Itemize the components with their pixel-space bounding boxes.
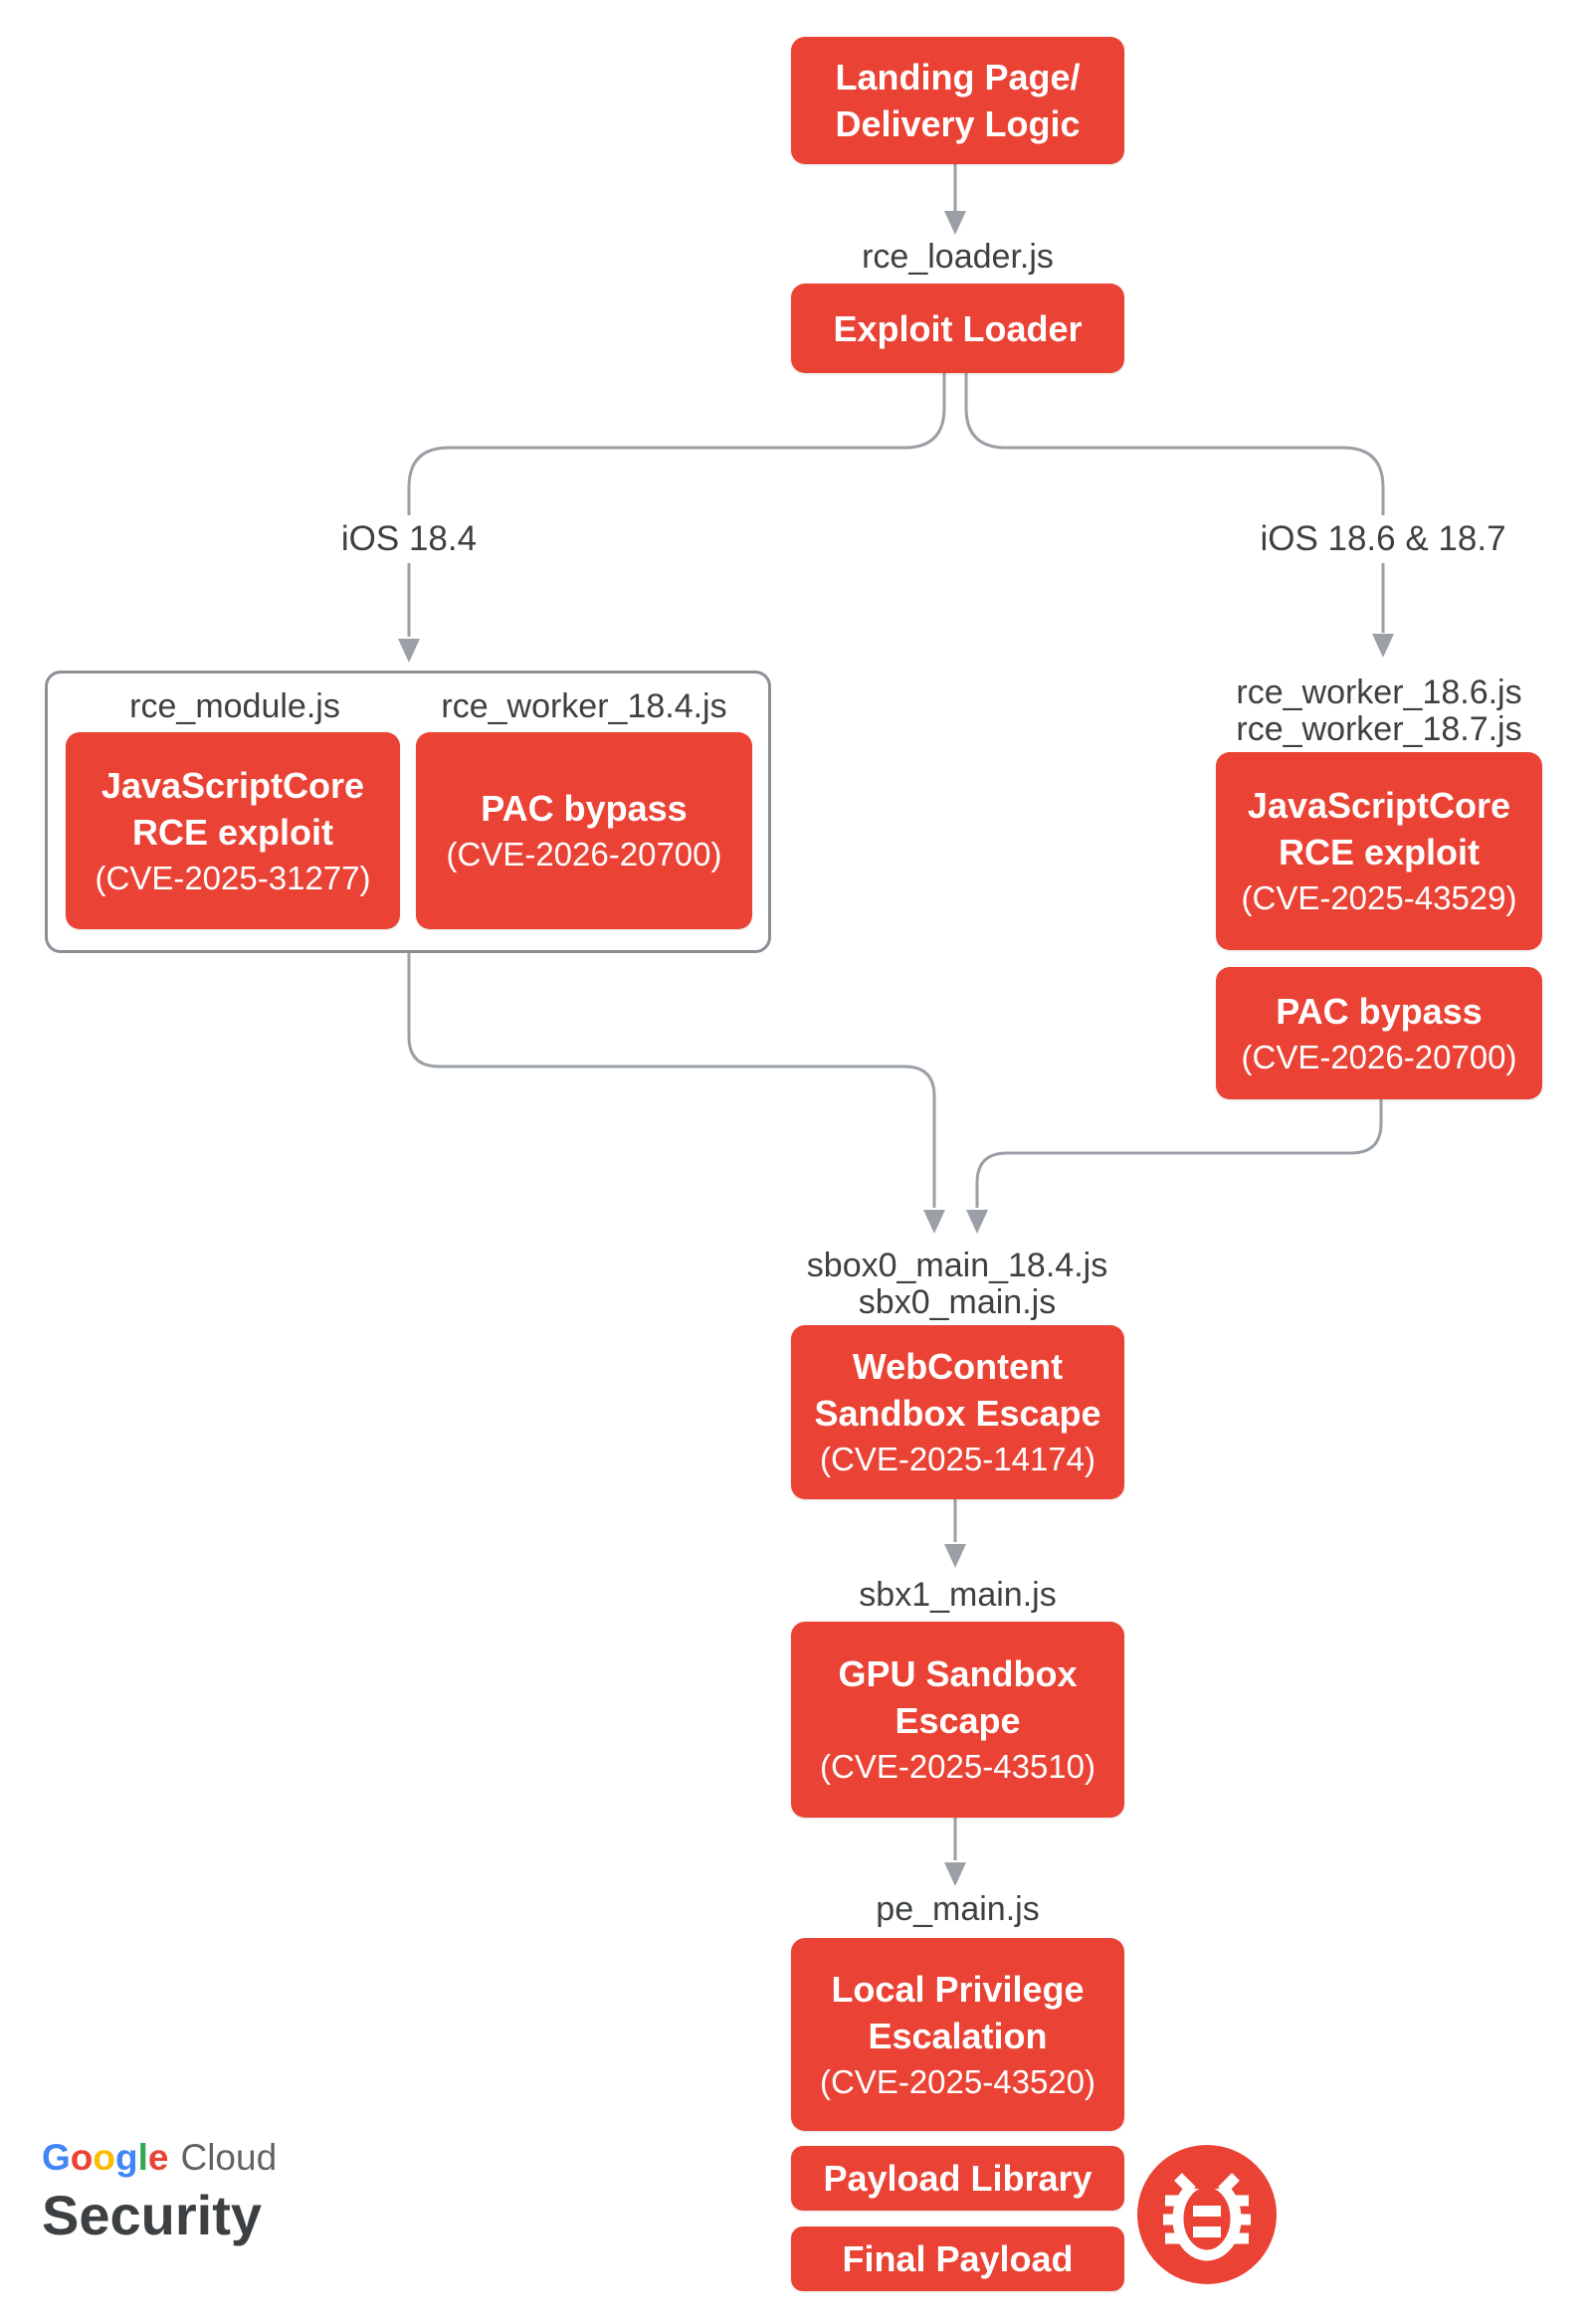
arrowhead: [944, 1862, 966, 1886]
file-label-rce-workers-right: rce_worker_18.6.js rce_worker_18.7.js: [1206, 675, 1552, 748]
node-title-line: PAC bypass: [481, 788, 688, 829]
node-jsc-rce-exploit-right: JavaScriptCore RCE exploit (CVE-2025-435…: [1216, 752, 1542, 950]
node-title-line: RCE exploit: [131, 811, 334, 853]
node-exploit-loader: Exploit Loader: [791, 284, 1124, 373]
file-label-line: rce_worker_18.7.js: [1236, 710, 1522, 748]
node-cve-line: (CVE-2026-20700): [1241, 1038, 1517, 1075]
arrowhead: [398, 639, 420, 663]
node-title-line: Local Privilege: [831, 1968, 1085, 2010]
node-title-line: Exploit Loader: [833, 307, 1083, 349]
node-title-line: GPU Sandbox: [838, 1653, 1078, 1694]
node-webcontent-sandbox-escape: WebContent Sandbox Escape (CVE-2025-1417…: [791, 1325, 1124, 1499]
edge-fork-left: [407, 373, 946, 637]
node-title-line: WebContent: [852, 1346, 1064, 1387]
node-title-line: Final Payload: [842, 2238, 1074, 2279]
google-cloud-security-logo: Google Cloud Security: [42, 2134, 277, 2247]
node-gpu-sandbox-escape: GPU Sandbox Escape (CVE-2025-43510): [791, 1622, 1124, 1818]
bug-icon: [1137, 2145, 1277, 2284]
node-cve-line: (CVE-2025-43510): [820, 1748, 1095, 1785]
google-wordmark: Google: [42, 2137, 169, 2178]
file-label-line: sbx0_main.js: [858, 1283, 1057, 1321]
file-label-line: sbox0_main_18.4.js: [806, 1247, 1108, 1284]
node-title-line: RCE exploit: [1278, 832, 1481, 872]
node-cve-line: (CVE-2025-31277): [95, 859, 371, 896]
node-cve-line: (CVE-2025-43529): [1241, 879, 1517, 916]
node-title-line: Escape: [895, 1700, 1021, 1741]
node-landing-page: Landing Page/ Delivery Logic: [791, 37, 1124, 164]
node-local-privilege-escalation: Local Privilege Escalation (CVE-2025-435…: [791, 1938, 1124, 2131]
node-final-payload: Final Payload: [791, 2227, 1124, 2291]
node-cve-line: (CVE-2025-14174): [820, 1441, 1095, 1477]
node-cve-line: (CVE-2026-20700): [446, 836, 722, 872]
node-title-line: Escalation: [868, 2015, 1048, 2056]
node-title-line: Sandbox Escape: [814, 1393, 1101, 1434]
file-label-line: rce_worker_18.6.js: [1236, 674, 1522, 711]
file-label-rce-loader: rce_loader.js: [862, 238, 1054, 276]
arrowhead: [944, 211, 966, 235]
security-wordmark: Security: [42, 2184, 262, 2246]
node-title-line: PAC bypass: [1276, 990, 1483, 1032]
bug-badge: [1137, 2145, 1277, 2284]
branch-label-ios-18-6-18-7: iOS 18.6 & 18.7: [1244, 515, 1522, 563]
edge-right-converge: [975, 1099, 1383, 1208]
node-cve-line: (CVE-2025-43520): [820, 2062, 1095, 2100]
file-label-sbx1-main: sbx1_main.js: [859, 1576, 1057, 1614]
file-label-pe-main: pe_main.js: [876, 1890, 1040, 1928]
node-title-line: Delivery Logic: [835, 103, 1081, 144]
node-pac-bypass-left: PAC bypass (CVE-2026-20700): [416, 732, 752, 929]
node-title-line: Landing Page/: [835, 57, 1081, 97]
branch-label-ios-18-4: iOS 18.4: [309, 515, 508, 563]
arrowhead: [966, 1210, 988, 1234]
edge-fork-right: [964, 373, 1385, 633]
node-title-line: Payload Library: [823, 2158, 1093, 2199]
node-jsc-rce-exploit-left: JavaScriptCore RCE exploit (CVE-2025-312…: [66, 732, 400, 929]
file-label-sbox-main: sbox0_main_18.4.js sbx0_main.js: [758, 1248, 1156, 1321]
arrowhead: [923, 1210, 945, 1234]
file-label-rce-worker-18-4: rce_worker_18.4.js: [441, 687, 727, 725]
cloud-word: Cloud: [180, 2137, 278, 2178]
file-label-rce-module: rce_module.js: [129, 687, 340, 725]
node-title-line: JavaScriptCore: [100, 764, 365, 806]
edge-left-converge: [407, 953, 936, 1208]
node-title-line: JavaScriptCore: [1247, 785, 1511, 826]
node-pac-bypass-right: PAC bypass (CVE-2026-20700): [1216, 967, 1542, 1099]
google-cloud-wordmark: Google Cloud: [42, 2134, 277, 2182]
arrowhead: [1372, 634, 1394, 658]
arrowhead: [944, 1544, 966, 1568]
node-payload-library: Payload Library: [791, 2146, 1124, 2211]
